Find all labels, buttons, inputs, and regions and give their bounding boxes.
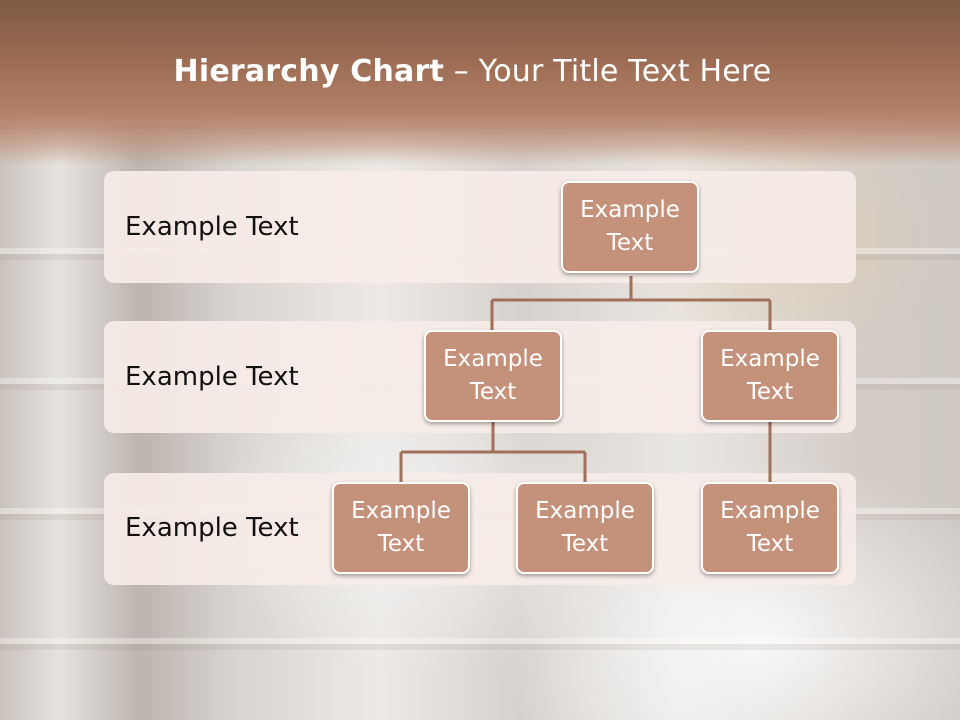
level-label-3: Example Text xyxy=(125,513,299,543)
node-level2-left[interactable]: Example Text xyxy=(424,330,562,422)
slide-title: Hierarchy Chart – Your Title Text Here xyxy=(0,54,945,89)
connector-root-to-level2 xyxy=(490,276,772,330)
level-label-2: Example Text xyxy=(125,362,299,392)
node-root[interactable]: Example Text xyxy=(561,181,699,273)
node-level3-middle[interactable]: Example Text xyxy=(516,482,654,574)
level-band-1 xyxy=(104,171,856,283)
node-level3-left-label: Example Text xyxy=(351,498,451,557)
node-root-label: Example Text xyxy=(580,197,680,256)
title-rest: Your Title Text Here xyxy=(478,54,772,89)
connector-level2-left-to-level3 xyxy=(399,422,587,482)
header-band xyxy=(0,0,960,165)
node-level3-middle-label: Example Text xyxy=(535,498,635,557)
title-bold: Hierarchy Chart xyxy=(173,54,444,89)
node-level3-right-label: Example Text xyxy=(720,498,820,557)
level-label-1: Example Text xyxy=(125,212,299,242)
node-level2-right[interactable]: Example Text xyxy=(701,330,839,422)
node-level3-left[interactable]: Example Text xyxy=(332,482,470,574)
node-level2-right-label: Example Text xyxy=(720,346,820,405)
node-level3-right[interactable]: Example Text xyxy=(701,482,839,574)
title-separator: – xyxy=(444,54,479,89)
node-level2-left-label: Example Text xyxy=(443,346,543,405)
